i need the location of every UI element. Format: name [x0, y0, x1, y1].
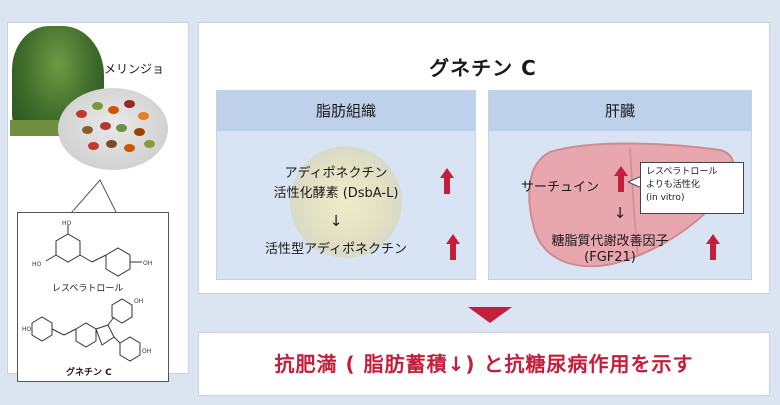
melinjo-photo: [10, 20, 175, 170]
down-arrow-icon: ↓: [613, 204, 627, 222]
page-title: グネチン C: [429, 56, 537, 80]
sirtuin-text: サーチュイン: [520, 180, 599, 195]
svg-text:HO: HO: [22, 326, 32, 333]
svg-text:HO: HO: [62, 220, 72, 227]
down-arrow-icon: ↓: [329, 212, 343, 230]
structure-callout: HO HO OH レスベラトロール HO OH OH グネチン C: [17, 212, 169, 382]
resveratrol-structure: HO HO OH: [32, 220, 152, 277]
adiponectin-text: アディポネクチン: [284, 166, 388, 181]
result-arrow-icon: [468, 307, 512, 323]
svg-text:OH: OH: [142, 348, 151, 355]
conclusion-banner: 抗肥満 ( 脂肪蓄積↓) と抗糖尿病作用を示す: [198, 332, 770, 396]
svg-text:OH: OH: [143, 260, 152, 267]
gnetin-c-label: グネチン C: [66, 368, 112, 378]
dsba-l-text: 活性化酵素 (DsbA-L): [273, 186, 399, 201]
svg-text:OH: OH: [134, 298, 143, 305]
active-adiponectin-text: 活性型アディポネクチン: [264, 242, 408, 257]
increase-arrow-icon: [614, 166, 628, 192]
gnetin-c-structure: HO OH OH: [22, 298, 151, 362]
seeds-plate-image: [58, 88, 168, 170]
svg-text:HO: HO: [32, 261, 42, 268]
increase-arrow-icon: [440, 168, 454, 194]
fgf21-text: (FGF21): [584, 250, 636, 265]
fgf21-factor-text: 糖脂質代謝改善因子: [551, 234, 669, 249]
comparison-note: レスベラトロール よりも活性化 (in vitro): [640, 162, 744, 214]
fat-cell-image: [290, 146, 402, 258]
resveratrol-label: レスベラトロール: [52, 284, 124, 294]
liver-header: 肝臓: [489, 91, 751, 131]
increase-arrow-icon: [446, 234, 460, 260]
melinjo-label: メリンジョ: [104, 62, 165, 76]
callout-pointer: [70, 179, 117, 214]
adipose-header: 脂肪組織: [217, 91, 475, 131]
increase-arrow-icon: [706, 234, 720, 260]
